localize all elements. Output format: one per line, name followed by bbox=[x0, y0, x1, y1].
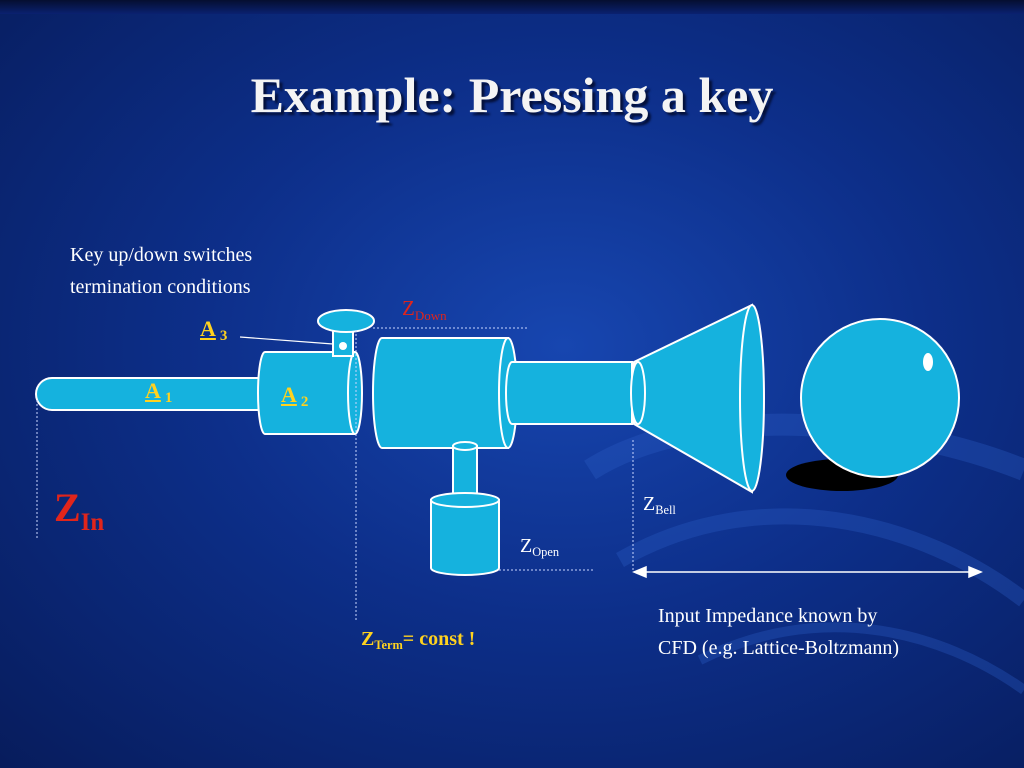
a3-main: A bbox=[200, 316, 216, 341]
z-term-label: ZTerm= const ! bbox=[361, 628, 476, 653]
down-tube bbox=[452, 441, 478, 497]
note-key-line1: Key up/down switches bbox=[70, 244, 253, 266]
sphere bbox=[800, 318, 960, 478]
slide-title: Example: Pressing a key bbox=[250, 67, 774, 123]
z-open-sub: Open bbox=[532, 545, 560, 560]
reference-lines bbox=[36, 327, 634, 620]
bell-cone bbox=[630, 303, 765, 494]
key-cap bbox=[317, 309, 375, 333]
top-band bbox=[0, 0, 1024, 14]
a1-index: 1 bbox=[164, 390, 173, 406]
a1-main: A bbox=[145, 378, 161, 403]
note-key-switch: Key up/down switches termination conditi… bbox=[70, 239, 252, 303]
note-cfd-line2: CFD (e.g. Lattice-Boltzmann) bbox=[658, 637, 900, 659]
mouthpiece-tube bbox=[35, 377, 263, 411]
z-bell-sub: Bell bbox=[655, 503, 676, 518]
z-term-suffix: = const ! bbox=[402, 628, 476, 650]
bore-section-a2 bbox=[257, 351, 363, 435]
open-hole-cylinder bbox=[430, 492, 500, 576]
z-bell-label: ZBell bbox=[643, 493, 676, 518]
z-in-sub: In bbox=[80, 508, 105, 536]
z-open-main: Z bbox=[520, 535, 533, 557]
a3-index: 3 bbox=[219, 328, 228, 344]
note-cfd-line1: Input Impedance known by bbox=[658, 605, 878, 627]
neck-tube bbox=[505, 361, 633, 425]
a3-pointer-line bbox=[239, 336, 334, 345]
cfd-arrow bbox=[632, 565, 983, 579]
z-term-sub: Term bbox=[374, 638, 403, 653]
z-down-main: Z bbox=[402, 296, 415, 320]
a2-index: 2 bbox=[300, 394, 309, 410]
background-swirl bbox=[584, 413, 1024, 695]
z-in-label: ZIn bbox=[54, 484, 104, 536]
main-body-cylinder bbox=[372, 337, 518, 449]
z-in-main: Z bbox=[54, 485, 81, 530]
a2-main: A bbox=[281, 382, 297, 407]
z-down-label: ZDown bbox=[402, 296, 447, 323]
z-bell-main: Z bbox=[643, 493, 656, 515]
note-key-line2: termination conditions bbox=[70, 276, 251, 298]
note-cfd: Input Impedance known by CFD (e.g. Latti… bbox=[658, 600, 899, 664]
z-open-label: ZOpen bbox=[520, 535, 560, 560]
z-term-main: Z bbox=[361, 628, 375, 650]
z-down-sub: Down bbox=[414, 307, 447, 323]
